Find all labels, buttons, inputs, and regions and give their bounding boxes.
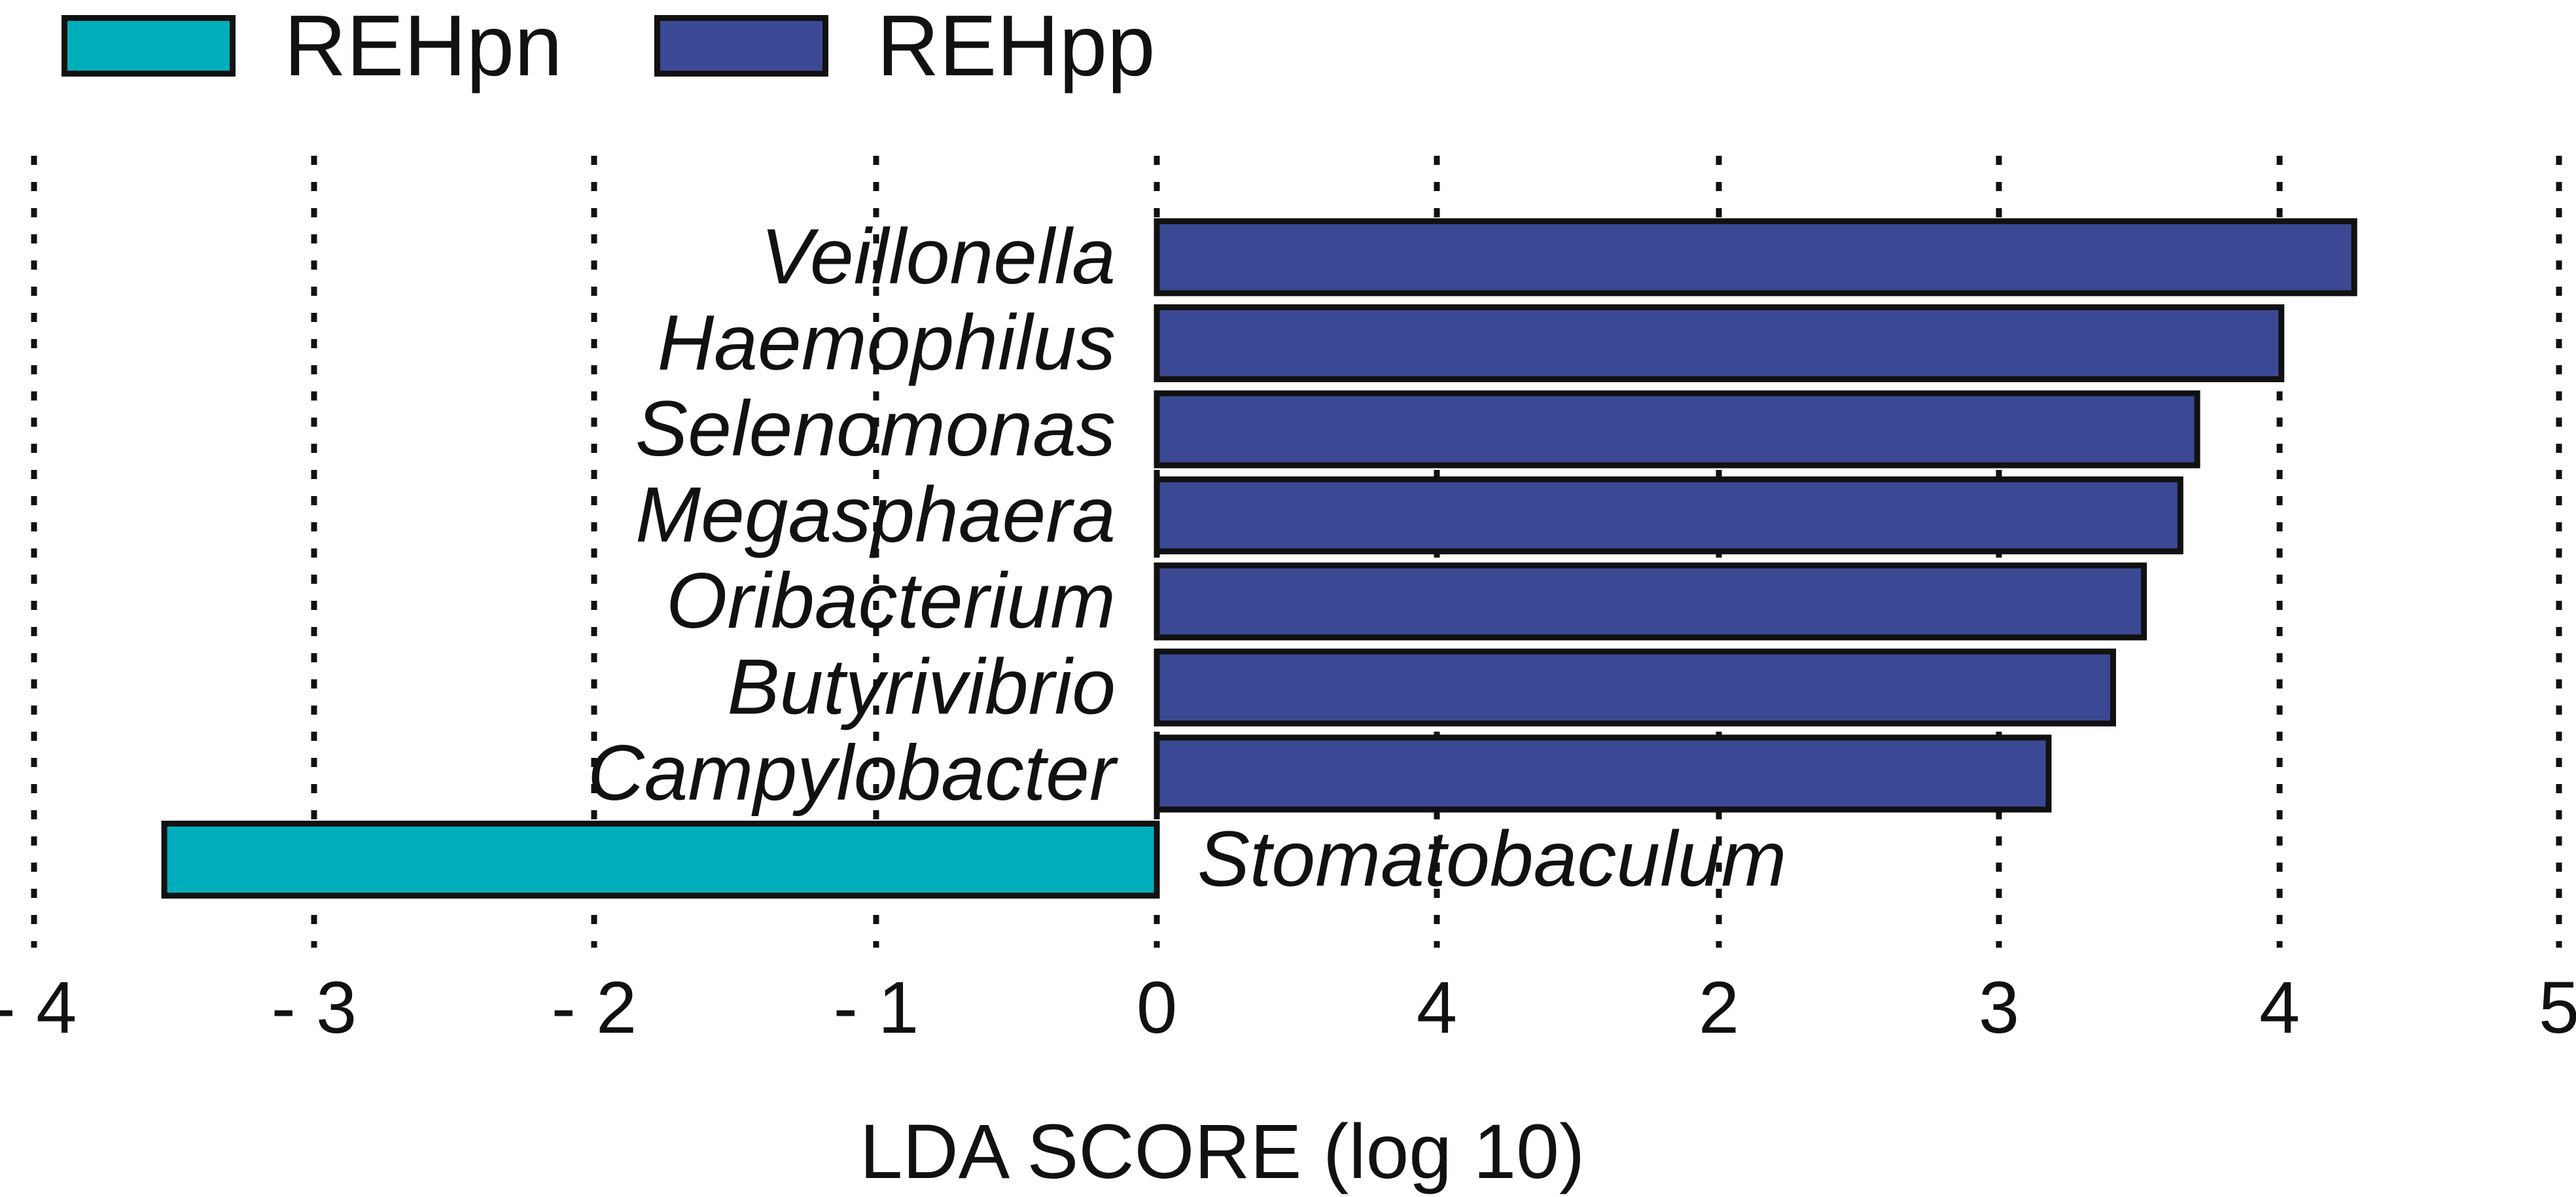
category-label: Haemophilus: [658, 299, 1116, 387]
legend-label-rehpp: REHpp: [877, 0, 1156, 94]
x-axis-label: LDA SCORE (log 10): [860, 1109, 1585, 1195]
x-tick-label: - 4: [0, 967, 77, 1048]
x-tick-label: 0: [1137, 967, 1177, 1048]
bar-oribacterium: [1154, 562, 2147, 641]
x-tick-label: - 3: [272, 967, 357, 1048]
category-label: Campylobacter: [588, 729, 1118, 817]
category-label: Megasphaera: [635, 471, 1116, 559]
x-tick-label: 3: [1979, 967, 2019, 1048]
category-label: Stomatobaculum: [1197, 815, 1786, 903]
legend-item-rehpp: REHpp: [654, 0, 1156, 92]
legend-item-rehpn: REHpn: [62, 0, 563, 92]
bar-butyrivibrio: [1154, 649, 2117, 726]
category-label: Oribacterium: [666, 557, 1116, 645]
x-tick-label: 5: [2539, 967, 2576, 1048]
x-tick-label: 4: [2259, 967, 2300, 1048]
x-tick-label: - 1: [834, 967, 919, 1048]
category-label: Selenomonas: [635, 385, 1116, 473]
bar-stomatobaculum: [161, 821, 1160, 899]
bar-campylobacter: [1154, 734, 2052, 813]
bar-haemophilus: [1154, 304, 2285, 382]
x-tick-label: 2: [1699, 967, 1739, 1048]
bar-selenomonas: [1154, 390, 2200, 469]
bar-veillonella: [1154, 218, 2357, 296]
category-label: Veillonella: [760, 213, 1116, 300]
x-tick-label: - 2: [552, 967, 637, 1048]
x-tick-label: 4: [1417, 967, 1457, 1048]
legend-swatch-rehpp: [654, 15, 828, 77]
legend-swatch-rehpn: [62, 15, 236, 77]
category-label: Butyrivibrio: [728, 643, 1116, 731]
legend-label-rehpn: REHpn: [284, 0, 563, 94]
bar-megasphaera: [1154, 476, 2183, 554]
